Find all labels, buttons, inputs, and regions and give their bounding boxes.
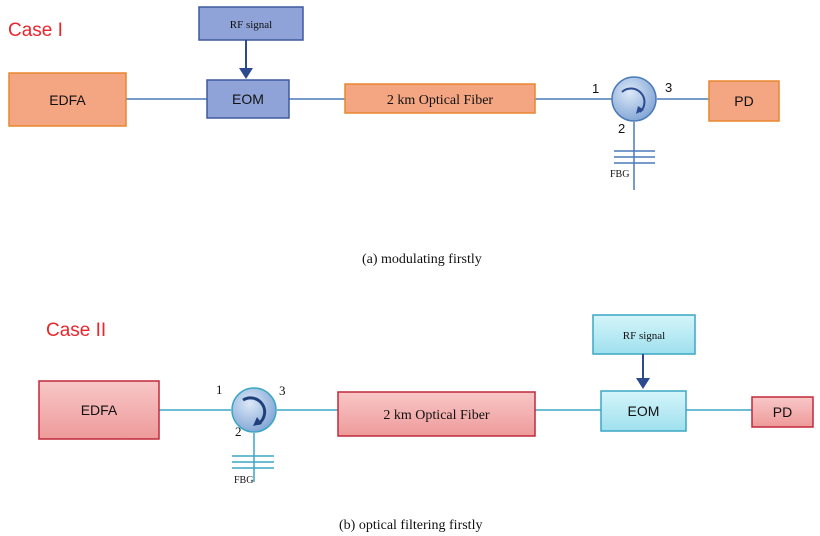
case-1-port-2: 2 (618, 121, 625, 136)
case-2-rf-arrow (636, 354, 650, 389)
case-2-rf-signal-block: RF signal (592, 314, 696, 355)
case-2-rf-signal-label: RF signal (623, 330, 665, 342)
case-1-fiber-label: 2 km Optical Fiber (387, 93, 493, 108)
case-2-edfa-label: EDFA (81, 402, 118, 418)
case-1-diagram: Case I EDFA RF signal EOM (8, 6, 780, 267)
case-1-port-3: 3 (665, 80, 672, 95)
case-2-pd-block: PD (751, 396, 814, 428)
case-2-circulator (231, 387, 277, 433)
case-1-edfa-block: EDFA (8, 72, 127, 127)
case-1-fbg-label: FBG (610, 169, 629, 180)
case-1-fbg-icon (614, 150, 655, 164)
case-2-edfa-block: EDFA (38, 380, 160, 440)
case-2-port-3: 3 (279, 383, 286, 398)
case-2-port-1: 1 (216, 382, 223, 397)
case-2-fbg-icon (232, 455, 274, 469)
case-2-label: Case II (46, 320, 106, 341)
case-2-fiber-label: 2 km Optical Fiber (383, 408, 489, 423)
case-2-circulator-arrow-icon (242, 396, 267, 426)
case-1-port-1: 1 (592, 81, 599, 96)
case-2-fiber-block: 2 km Optical Fiber (337, 391, 536, 437)
case-1-pd-block: PD (708, 80, 780, 122)
case-2-fbg-label: FBG (234, 475, 253, 486)
case-2-port-2: 2 (235, 424, 242, 439)
case-2-caption: (b) optical filtering firstly (339, 518, 482, 533)
case-1-eom-block: EOM (206, 79, 290, 119)
case-1-circulator (611, 76, 657, 122)
case-1-label: Case I (8, 20, 63, 41)
case-2-pd-label: PD (773, 404, 792, 420)
case-1-pd-label: PD (734, 93, 753, 109)
case-1-circulator-arrow-icon (621, 87, 646, 113)
case-2-connections (159, 409, 752, 482)
case-2-eom-label: EOM (628, 403, 660, 419)
case-1-rf-signal-block: RF signal (198, 6, 304, 41)
case-1-connections (126, 98, 709, 190)
case-1-rf-signal-label: RF signal (230, 19, 272, 31)
case-2-diagram: Case II EDFA 1 3 2 FBG (38, 314, 814, 533)
case-1-fiber-block: 2 km Optical Fiber (344, 83, 536, 114)
case-1-caption: (a) modulating firstly (362, 252, 482, 267)
case-1-rf-arrow (239, 40, 253, 79)
case-2-eom-block: EOM (600, 390, 687, 432)
case-1-eom-label: EOM (232, 91, 264, 107)
case-1-edfa-label: EDFA (49, 92, 86, 108)
